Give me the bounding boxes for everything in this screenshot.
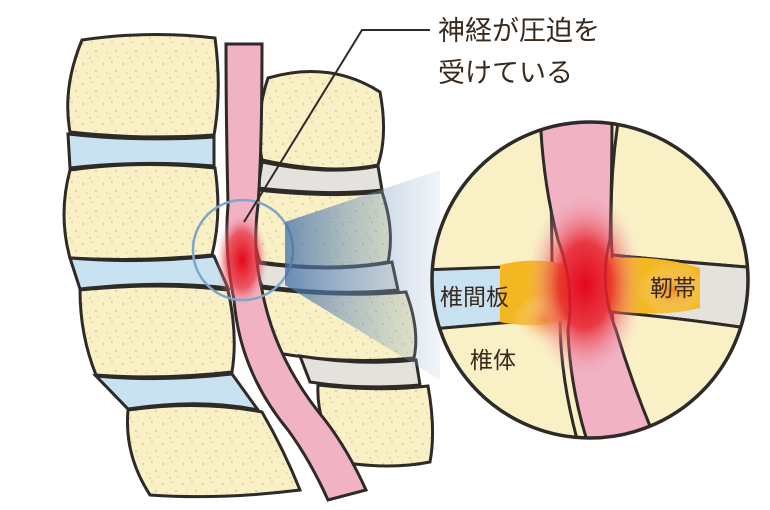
disc-1	[66, 132, 216, 170]
ligament-right-glow	[638, 262, 706, 318]
vertebra-3	[78, 284, 236, 379]
vertebra-2	[62, 162, 220, 261]
magnifier-beam	[285, 170, 440, 380]
zoom-lens: 椎間板 椎体 靭帯	[430, 120, 750, 440]
label-vertebral-body: 椎体	[470, 348, 516, 374]
vertebral-bodies	[62, 32, 303, 499]
callout-line-2: 受けている	[438, 58, 573, 89]
compression-spot	[216, 212, 268, 308]
ligament-gray-3	[297, 354, 422, 389]
disc-2	[67, 254, 231, 291]
intervertebral-discs	[66, 132, 262, 413]
vertebra-1	[66, 32, 220, 139]
label-ligament: 靭帯	[650, 276, 696, 302]
disc-3	[92, 372, 262, 413]
callout-line-1: 神経が圧迫を	[438, 16, 600, 47]
spinal-nerve	[216, 42, 369, 502]
spine-side-view	[62, 29, 435, 502]
lens-outline	[430, 120, 750, 440]
lens-compression-glow	[527, 190, 643, 380]
vertebra-4	[126, 403, 303, 499]
callout-leader-line	[243, 29, 430, 223]
lamina-1	[257, 70, 386, 171]
label-disc: 椎間板	[440, 285, 509, 311]
